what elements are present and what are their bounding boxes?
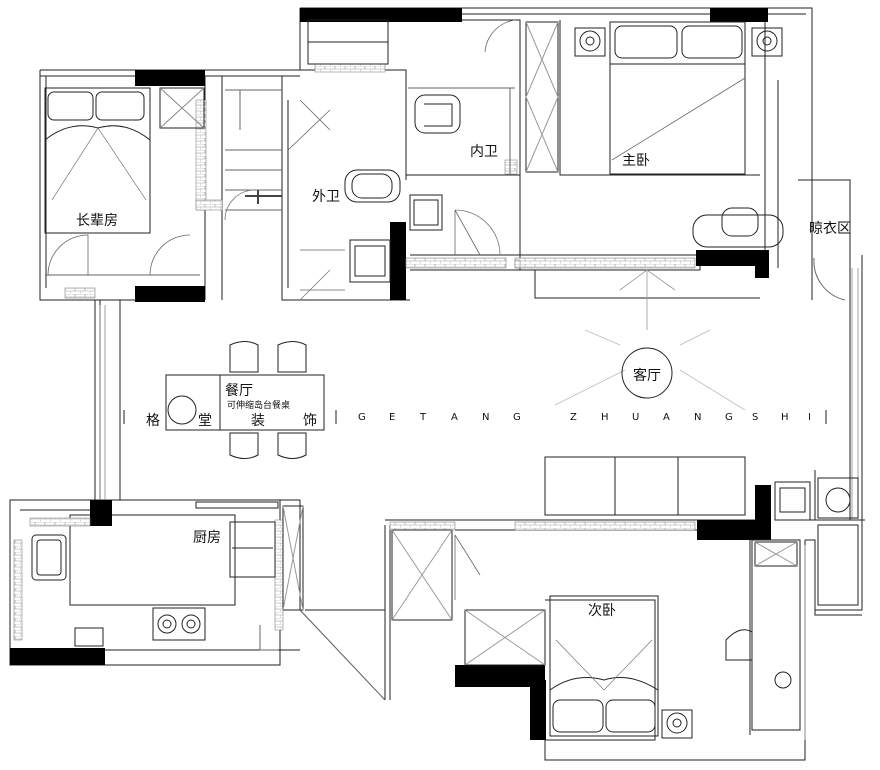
dining-table <box>165 374 325 431</box>
wall-lines <box>9 7 865 761</box>
brand-letter: Z <box>570 412 577 423</box>
brand-letter: T <box>420 412 427 423</box>
brand-letter: S <box>752 412 759 423</box>
brand-letter: H <box>781 412 789 423</box>
washing-machine <box>817 477 859 519</box>
brand-letter: U <box>632 412 640 423</box>
stove <box>152 607 206 641</box>
brand-letter: A <box>663 412 670 423</box>
kitchen-label: 厨房 <box>193 530 221 546</box>
second-nightstand-lamp <box>666 712 688 734</box>
master-toilet <box>414 94 461 134</box>
master-bedroom <box>574 21 784 248</box>
drying-area <box>774 257 859 606</box>
drying-area-label: 晾衣区 <box>809 221 851 237</box>
dining-room-label: 餐厅 <box>225 383 253 399</box>
guest-sink <box>349 239 391 283</box>
nightstand-lamp-right <box>756 30 778 52</box>
brand-char-3: 装 <box>251 413 265 429</box>
brand-letter: I <box>808 412 811 423</box>
brand-letter: G <box>725 412 733 423</box>
brand-letter: G <box>513 412 521 423</box>
living-ceiling-light <box>621 347 673 399</box>
master-bath-label: 内卫 <box>470 144 498 160</box>
second-bedroom <box>391 529 806 740</box>
brand-char-4: 饰 <box>303 413 317 429</box>
guest-bath-label: 外卫 <box>312 189 340 205</box>
brand-letter: G <box>358 412 366 423</box>
brand-char-1: 格 <box>146 413 160 429</box>
second-bed <box>549 595 659 737</box>
sofa <box>544 456 746 516</box>
desk <box>751 539 801 731</box>
elder-bed <box>44 87 151 234</box>
brand-letter: A <box>451 412 458 423</box>
elder-room-label: 长辈房 <box>76 213 118 229</box>
guest-toilet <box>344 169 401 203</box>
brick-strips <box>13 63 696 641</box>
brand-letter: N <box>694 412 702 423</box>
dining-note-label: 可伸缩岛台餐桌 <box>227 401 291 411</box>
vanity-table <box>692 214 784 248</box>
elder-room <box>44 87 282 276</box>
brand-letter: H <box>601 412 609 423</box>
master-bed <box>609 21 746 175</box>
door-swings <box>224 189 501 701</box>
master-bedroom-label: 主卧 <box>622 153 650 169</box>
nightstand-lamp-left <box>579 30 601 52</box>
elder-wardrobe <box>159 87 205 129</box>
living-dining <box>99 269 746 516</box>
kitchen-sink <box>31 534 67 581</box>
guest-bath <box>287 19 481 291</box>
master-bath <box>408 19 559 175</box>
living-room-label: 客厅 <box>633 368 661 384</box>
second-bedroom-label: 次卧 <box>588 603 616 619</box>
kitchen <box>31 501 304 651</box>
brand-letter: N <box>482 412 490 423</box>
brand-char-2: 堂 <box>198 413 212 429</box>
fridge <box>229 521 276 578</box>
wall-blocks <box>10 8 771 740</box>
brand-letter: E <box>389 412 396 423</box>
